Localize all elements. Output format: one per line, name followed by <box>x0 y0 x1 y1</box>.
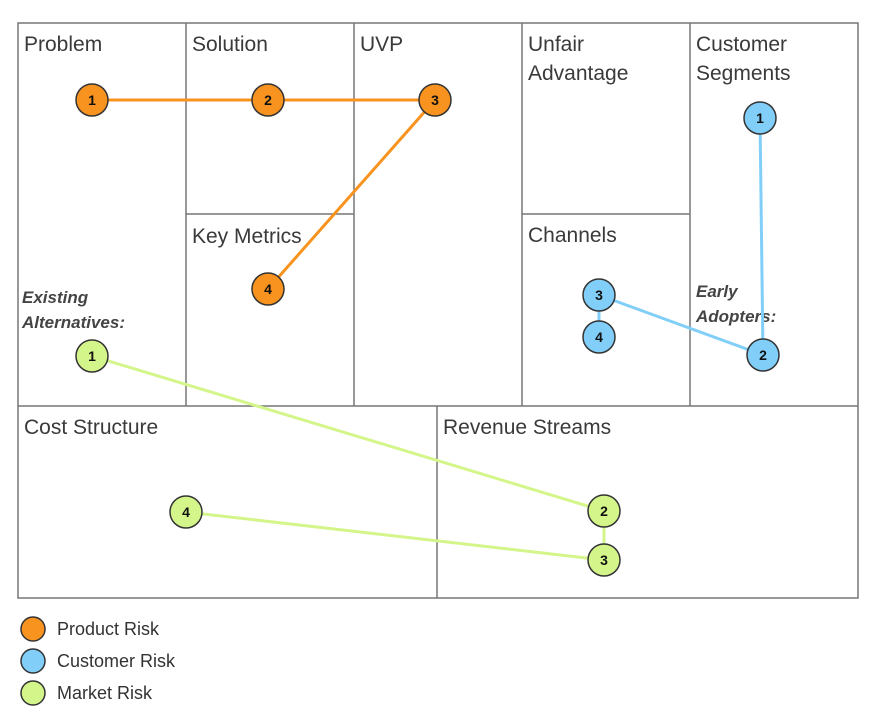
market-risk-node-circle <box>587 543 621 577</box>
product-risk-node: 1 <box>75 83 109 117</box>
market-risk-node-circle <box>587 494 621 528</box>
legend-swatch-customer-risk <box>20 648 46 674</box>
channels-title: Channels <box>528 224 617 247</box>
problem-title: Problem <box>24 33 102 56</box>
cost-structure-title: Cost Structure <box>24 416 158 439</box>
early-adopters-label-line2: Adopters: <box>695 307 776 326</box>
market-risk-connector <box>91 354 605 513</box>
product-risk-node-circle <box>251 272 285 306</box>
canvas-border <box>17 22 859 599</box>
market-risk-node-circle <box>169 495 203 529</box>
product-risk-node-number: 4 <box>264 281 272 297</box>
customer-risk-node-number: 2 <box>759 347 767 363</box>
market-risk-connector <box>185 510 605 562</box>
product-risk-node: 2 <box>251 83 285 117</box>
existing-alternatives-label-line2: Alternatives: <box>21 313 125 332</box>
cell-titles: Problem Solution UVP Unfair Advantage Cu… <box>24 33 791 439</box>
market-risk-node: 3 <box>587 543 621 577</box>
legend-item-product-risk: Product Risk <box>20 616 160 642</box>
product-risk-connector <box>266 99 437 290</box>
customer-risk-connector <box>758 117 765 356</box>
customer-risk-node-circle <box>746 338 780 372</box>
product-risk-node-number: 3 <box>431 92 439 108</box>
legend: Product Risk Customer Risk Market Risk <box>20 616 176 706</box>
customer-risk-node-circle <box>582 320 616 354</box>
unfair-advantage-title-line2: Advantage <box>528 62 628 85</box>
customer-risk-node: 1 <box>743 101 777 135</box>
unfair-advantage-title-line1: Unfair <box>528 33 584 56</box>
customer-risk-node: 2 <box>746 338 780 372</box>
customer-risk-node-circle <box>743 101 777 135</box>
legend-swatch-product-risk <box>20 616 46 642</box>
customer-risk-node-circle <box>582 278 616 312</box>
customer-risk-node: 4 <box>582 320 616 354</box>
customer-risk-nodes: 1 2 3 4 <box>582 101 780 372</box>
market-risk-node-number: 1 <box>88 348 96 364</box>
market-risk-node-number: 3 <box>600 552 608 568</box>
market-risk-node-circle <box>75 339 109 373</box>
product-risk-node-number: 2 <box>264 92 272 108</box>
product-risk-nodes: 1 2 3 4 <box>75 83 452 306</box>
early-adopters-label-line1: Early <box>696 282 739 301</box>
sublabels: Existing Alternatives: Early Adopters: <box>21 282 776 332</box>
legend-item-customer-risk: Customer Risk <box>20 648 176 674</box>
legend-swatch-market-risk <box>20 680 46 706</box>
product-risk-node-circle <box>75 83 109 117</box>
product-risk-node-number: 1 <box>88 92 96 108</box>
legend-label-customer-risk: Customer Risk <box>57 651 176 671</box>
uvp-title: UVP <box>360 33 403 56</box>
key-metrics-title: Key Metrics <box>192 225 302 248</box>
market-risk-node-number: 2 <box>600 503 608 519</box>
customer-segments-title-line2: Segments <box>696 62 791 85</box>
customer-risk-node-number: 3 <box>595 287 603 303</box>
legend-label-market-risk: Market Risk <box>57 683 153 703</box>
customer-risk-node-number: 4 <box>595 329 603 345</box>
market-risk-node: 4 <box>169 495 203 529</box>
market-risk-node: 1 <box>75 339 109 373</box>
customer-risk-connector <box>598 293 764 357</box>
customer-segments-title-line1: Customer <box>696 33 787 56</box>
product-risk-node: 4 <box>251 272 285 306</box>
canvas-grid <box>17 22 859 599</box>
market-risk-node-number: 4 <box>182 504 190 520</box>
revenue-streams-title: Revenue Streams <box>443 416 611 439</box>
legend-item-market-risk: Market Risk <box>20 680 153 706</box>
product-risk-node-circle <box>251 83 285 117</box>
product-risk-node: 3 <box>418 83 452 117</box>
product-risk-node-circle <box>418 83 452 117</box>
market-risk-nodes: 1 2 3 4 <box>75 339 621 577</box>
risk-connectors <box>91 98 765 562</box>
solution-title: Solution <box>192 33 268 56</box>
customer-risk-node-number: 1 <box>756 110 764 126</box>
legend-label-product-risk: Product Risk <box>57 619 160 639</box>
market-risk-node: 2 <box>587 494 621 528</box>
customer-risk-node: 3 <box>582 278 616 312</box>
existing-alternatives-label-line1: Existing <box>22 288 89 307</box>
